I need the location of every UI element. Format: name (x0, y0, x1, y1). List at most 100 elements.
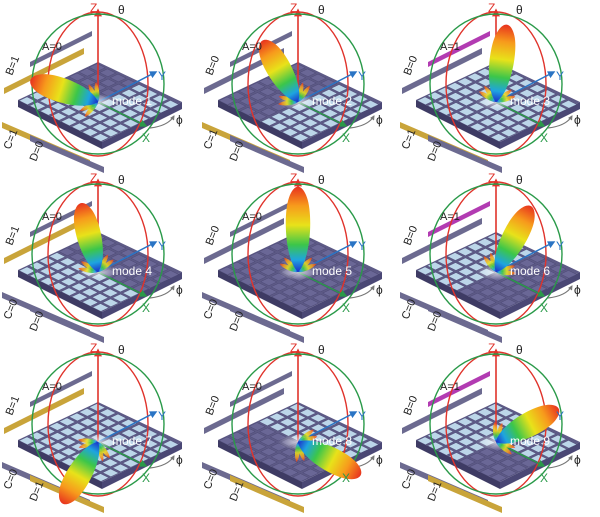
bias-label-B: B=0 (402, 54, 421, 77)
unit-cell (458, 447, 476, 456)
unit-cell (518, 79, 536, 88)
unit-cell (101, 288, 119, 297)
bias-label-D: D=0 (426, 140, 445, 164)
unit-cell (519, 109, 537, 118)
side-lobe (479, 91, 496, 103)
unit-cell (162, 440, 180, 449)
x-axis-label: X (142, 471, 150, 485)
unit-cell (18, 96, 36, 105)
unit-cell (292, 303, 310, 312)
unit-cell (80, 278, 98, 287)
unit-cell (238, 427, 256, 436)
bias-strip-A (30, 371, 92, 407)
unit-cell (476, 408, 494, 417)
unit-cell (457, 267, 475, 276)
mode-label: mode 4 (112, 264, 152, 278)
x-axis-label: X (540, 301, 548, 315)
unit-cell (320, 419, 338, 428)
unit-cell (238, 257, 256, 266)
radiation-beam (278, 186, 318, 280)
z-axis-label: Z (488, 171, 495, 185)
side-lobe (495, 422, 503, 442)
unit-cell (121, 449, 139, 458)
bias-label-C: C=0 (202, 468, 221, 492)
unit-cell (218, 266, 236, 275)
phi-arc (429, 183, 563, 325)
panel-9: Z θ Y X ϕ mode 9 A=1 B=0 C=0 D=1 (400, 341, 581, 513)
unit-cell (448, 282, 466, 291)
unit-cell (299, 68, 317, 77)
unit-cell (477, 418, 495, 427)
unit-cell (518, 259, 536, 268)
unit-cell (309, 243, 327, 253)
unit-cell (500, 298, 518, 307)
unit-cell (499, 108, 517, 117)
unit-cell (92, 133, 110, 142)
unit-cell (60, 277, 78, 286)
unit-cell (467, 252, 485, 262)
phi-label: ϕ (176, 113, 183, 127)
unit-cell (447, 432, 465, 441)
bias-label-D: D=0 (426, 310, 445, 334)
bias-label-A: A=0 (242, 381, 262, 393)
unit-cell (259, 427, 277, 436)
theta-label: θ (318, 173, 325, 187)
unit-cell (271, 462, 289, 472)
bias-label-D: D=0 (28, 310, 47, 334)
unit-cell (490, 303, 508, 312)
side-lobe (496, 270, 516, 276)
unit-cell (151, 94, 169, 104)
z-axis-label: Z (290, 1, 297, 15)
unit-cell (48, 422, 66, 431)
unit-cell (109, 243, 127, 253)
side-lobe (496, 96, 516, 103)
unit-cell (448, 112, 466, 121)
unit-cell (321, 99, 339, 108)
unit-cell (447, 102, 465, 111)
unit-cell (518, 249, 536, 258)
panel-2: Z θ Y X ϕ mode 2 A=0 B=0 C=1 D=0 (202, 1, 383, 173)
bias-label-C: C=1 (2, 128, 21, 152)
unit-cell (477, 248, 495, 257)
unit-cell (519, 269, 537, 278)
unit-cell (500, 468, 518, 477)
unit-cell (250, 282, 268, 291)
unit-cell (499, 278, 517, 287)
unit-cell (60, 287, 78, 296)
phi-arc (31, 183, 165, 325)
unit-cell (456, 77, 474, 86)
unit-cell (142, 109, 160, 118)
unit-cell (269, 252, 287, 262)
unit-cell (510, 123, 528, 133)
unit-cell (91, 293, 109, 302)
side-lobe (298, 263, 317, 273)
panel-6: Z θ Y X ϕ mode 6 A=1 B=0 C=0 D=0 (400, 171, 581, 343)
unit-cell (549, 264, 567, 274)
side-lobe (294, 442, 300, 462)
unit-cell (91, 113, 109, 122)
unit-cell (489, 113, 507, 122)
bias-label-B: B=0 (402, 224, 421, 247)
unit-cell (101, 118, 119, 127)
unit-cell (479, 458, 497, 467)
unit-cell (78, 68, 96, 77)
unit-cell (81, 128, 99, 137)
side-lobe (97, 442, 110, 459)
unit-cell (301, 108, 319, 117)
unit-cell (81, 298, 99, 307)
unit-cell (490, 473, 508, 482)
unit-cell (301, 288, 319, 297)
bias-strip-D (428, 475, 502, 513)
unit-cell (121, 99, 139, 108)
unit-cell (560, 100, 578, 109)
unit-cell (130, 84, 148, 93)
bias-strip-A (230, 371, 292, 407)
unit-cell (239, 97, 257, 106)
unit-cell (469, 292, 487, 302)
unit-cell (49, 272, 67, 281)
unit-cell (330, 254, 348, 263)
side-lobe (97, 254, 109, 272)
unit-cell (268, 412, 286, 422)
bias-strip-B (402, 218, 482, 264)
